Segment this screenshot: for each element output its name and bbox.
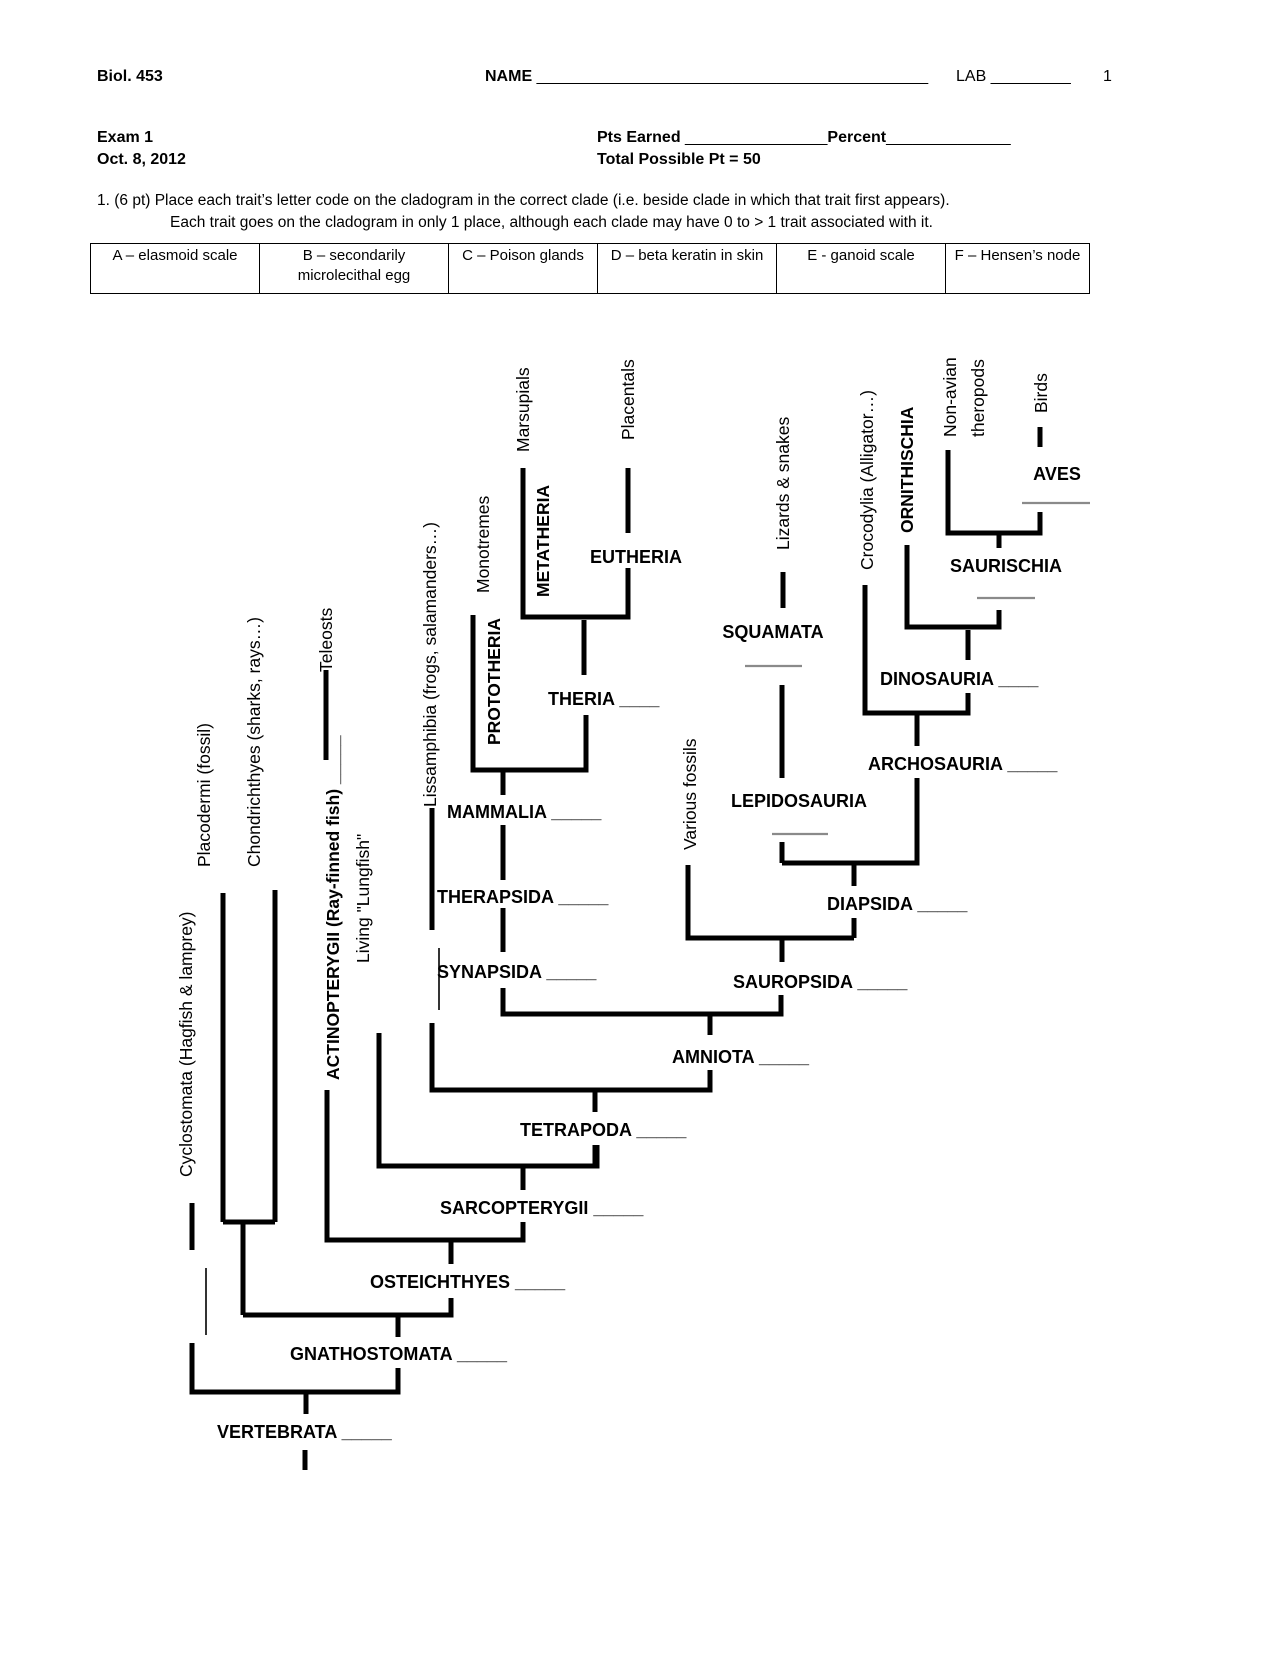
label-lissamphibia: Lissamphibia (frogs, salamanders…): [420, 522, 440, 807]
lab-blank: _________: [990, 68, 1071, 85]
label-prototheria: PROTOTHERIA: [484, 618, 504, 745]
pts-earned-blank: ________________: [685, 129, 828, 146]
label-crocodylia: Crocodylia (Alligator…): [857, 390, 877, 570]
trait-cell-d: D – beta keratin in skin: [597, 243, 777, 294]
lab-label: LAB: [956, 68, 987, 85]
label-aves: AVES: [1033, 464, 1081, 484]
label-sauropsida: SAUROPSIDA _____: [733, 972, 908, 992]
table-row: A – elasmoid scale B – secondarily micro…: [90, 243, 1090, 294]
junction-vertebrata: [189, 1343, 401, 1395]
name-blank: ________________________________________…: [536, 68, 929, 85]
label-amniota: AMNIOTA _____: [672, 1047, 810, 1067]
label-lizards-snakes: Lizards & snakes: [773, 416, 793, 550]
label-gnathostomata: GNATHOSTOMATA _____: [290, 1344, 508, 1364]
label-mammalia: MAMMALIA _____: [447, 802, 602, 822]
trait-cell-b: B – secondarily microlecithal egg: [259, 243, 449, 294]
label-sarcopterygii: SARCOPTERYGII _____: [440, 1198, 644, 1218]
label-therapsida: THERAPSIDA _____: [437, 887, 609, 907]
question-line2: Each trait goes on the cladogram in only…: [170, 214, 933, 231]
name-label: NAME: [485, 68, 533, 85]
course-code: Biol. 453: [97, 68, 163, 85]
label-metatheria: METATHERIA: [533, 485, 553, 597]
label-nonavian-theropods-1: Non-avian: [940, 357, 960, 437]
trait-cell-f: F – Hensen’s node: [945, 243, 1090, 294]
question-line1: 1. (6 pt) Place each trait’s letter code…: [97, 192, 950, 209]
label-lungfish: Living "Lungfish": [353, 834, 373, 963]
label-placentals: Placentals: [618, 359, 638, 440]
junction-diapsida: [782, 778, 920, 866]
junction-tetrapoda: [429, 1023, 713, 1093]
junction-amniota: [500, 988, 784, 1017]
label-synapsida: SYNAPSIDA _____: [437, 962, 597, 982]
name-line: NAME ___________________________________…: [485, 68, 928, 86]
pts-line: Pts Earned ________________Percent______…: [597, 129, 1011, 147]
label-lepidosauria: LEPIDOSAURIA: [731, 791, 867, 811]
junction-osteichthyes: [324, 1090, 526, 1243]
junction-archosauria: [862, 585, 971, 716]
label-actinopterygii: ACTINOPTERYGII (Ray-finned fish) _____: [323, 735, 343, 1080]
percent-label: Percent: [827, 129, 887, 146]
pts-earned-label: Pts Earned: [597, 129, 681, 146]
exam-title: Exam 1: [97, 129, 154, 146]
label-nonavian-theropods-2: theropods: [968, 359, 988, 437]
trait-cell-e: E - ganoid scale: [776, 243, 946, 294]
junction-sarcopterygii: [376, 1033, 600, 1169]
page-number: 1: [1103, 68, 1112, 85]
label-dinosauria: DINOSAURIA ____: [880, 669, 1039, 689]
label-archosauria: ARCHOSAURIA _____: [868, 754, 1058, 774]
junction-mammalia: [470, 615, 589, 773]
exam-date: Oct. 8, 2012: [97, 151, 186, 168]
label-vertebrata: VERTEBRATA _____: [217, 1422, 393, 1442]
label-osteichthyes: OSTEICHTHYES _____: [370, 1272, 566, 1292]
percent-blank: ______________: [886, 129, 1011, 146]
label-theria: THERIA ____: [548, 689, 660, 709]
junction-sauropsida: [685, 865, 854, 941]
label-eutheria: EUTHERIA: [590, 547, 682, 567]
label-cyclostomata: Cyclostomata (Hagfish & lamprey): [176, 912, 196, 1178]
label-ornithischia: ORNITHISCHIA: [897, 406, 917, 533]
trait-table: A – elasmoid scale B – secondarily micro…: [90, 243, 1090, 294]
trait-cell-a: A – elasmoid scale: [90, 243, 260, 294]
label-marsupials: Marsupials: [513, 367, 533, 452]
label-chondrichthyes: Chondrichthyes (sharks, rays…): [244, 617, 264, 867]
label-various-fossils: Various fossils: [680, 738, 700, 850]
lab-line: LAB _________: [956, 68, 1071, 86]
label-placodermi: Placodermi (fossil): [194, 723, 214, 867]
label-teleosts: Teleosts: [316, 608, 336, 672]
label-birds: Birds: [1031, 373, 1051, 413]
label-diapsida: DIAPSIDA _____: [827, 894, 968, 914]
total-possible: Total Possible Pt = 50: [597, 151, 761, 168]
junction-gnathostomata: [243, 1298, 454, 1318]
label-monotremes: Monotremes: [473, 495, 493, 593]
label-tetrapoda: TETRAPODA _____: [520, 1120, 687, 1140]
junction-saurischia: [945, 450, 1043, 536]
label-squamata: SQUAMATA: [722, 622, 823, 642]
label-saurischia: SAURISCHIA: [950, 556, 1062, 576]
junction-theria: [520, 468, 631, 620]
junction-dinosauria: [904, 545, 1002, 630]
